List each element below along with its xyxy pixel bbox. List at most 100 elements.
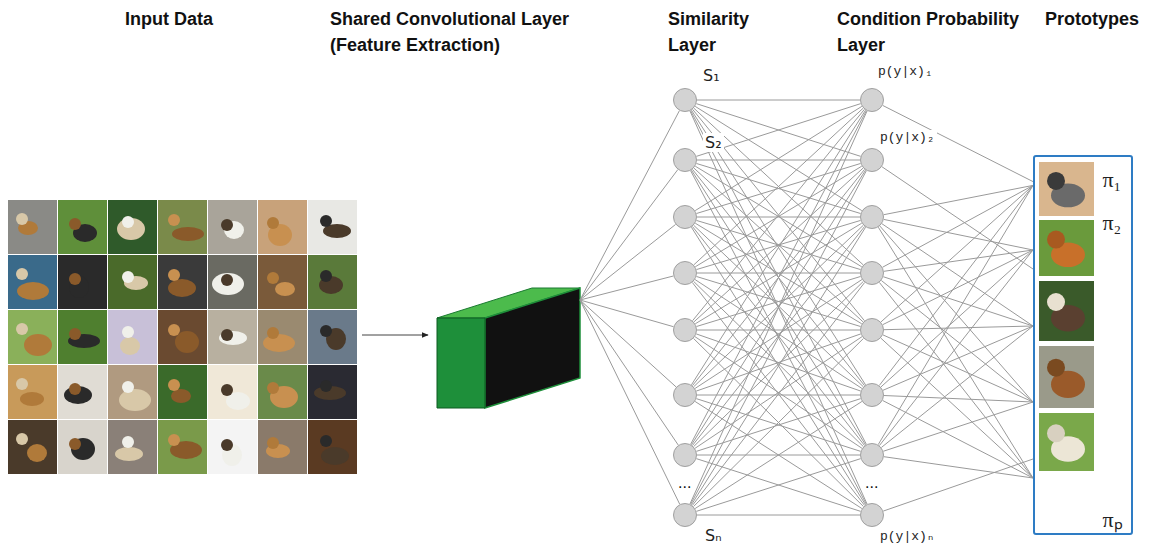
photo — [208, 310, 257, 364]
mesh-line — [696, 459, 860, 512]
connection-line — [691, 171, 867, 505]
photo — [108, 255, 157, 309]
dog-head — [16, 433, 28, 445]
photo-ground — [208, 365, 257, 419]
photo-ground — [158, 255, 207, 309]
mesh-line — [878, 227, 1033, 478]
photo-ground — [58, 365, 107, 419]
photo-ground — [158, 310, 207, 364]
dog-head — [16, 378, 28, 390]
photo-ground — [108, 365, 157, 419]
photo-ground — [1039, 413, 1094, 471]
photo-ground — [108, 310, 157, 364]
photo-ground — [258, 310, 307, 364]
mesh-line — [883, 250, 1033, 325]
dog-figure — [321, 447, 349, 465]
mesh-line — [580, 224, 676, 300]
photo-ground — [8, 420, 57, 474]
mesh-line — [884, 326, 1033, 330]
photo — [308, 255, 357, 309]
photo-ground — [58, 255, 107, 309]
neuron-circle: p(y|x)ₙ — [860, 503, 884, 527]
neuron-circle: S₂ — [673, 148, 697, 172]
prototype-label: π₁ — [1101, 167, 1124, 193]
dog-head — [122, 326, 134, 338]
connection-line — [697, 100, 860, 101]
photo — [208, 365, 257, 419]
mesh-line — [580, 300, 678, 445]
mesh-line — [879, 282, 1033, 478]
mesh-line — [691, 227, 865, 505]
neuron-circle: Sₙ — [673, 503, 697, 527]
photo — [8, 365, 57, 419]
mesh-line — [691, 227, 865, 505]
photo-ground — [1039, 281, 1094, 341]
dog-figure — [275, 282, 295, 296]
photo-ground — [308, 255, 357, 309]
dog-head — [221, 384, 233, 396]
connection-line — [697, 160, 860, 161]
mesh-line — [696, 459, 860, 512]
dog-head — [1047, 424, 1065, 442]
mesh-line — [696, 334, 860, 391]
mesh-line — [696, 399, 860, 452]
dog-head — [168, 324, 180, 336]
photo — [8, 420, 57, 474]
photo-ground — [8, 255, 57, 309]
block-side — [485, 288, 580, 408]
dog-head — [221, 329, 233, 341]
dog-head — [122, 271, 134, 283]
neuron-circle — [861, 262, 884, 285]
photo-ground — [258, 420, 307, 474]
prototype-photo — [1039, 346, 1094, 408]
dog-head — [320, 270, 332, 282]
mesh-line — [695, 401, 862, 508]
photo-ground — [158, 365, 207, 419]
mesh-line — [694, 108, 863, 265]
neuron-label: Sₙ — [703, 526, 724, 545]
dog-figure — [27, 444, 47, 462]
dog-head — [122, 381, 134, 393]
dog-head — [122, 436, 134, 448]
edge-group — [690, 100, 1033, 515]
photo-ground — [258, 200, 307, 254]
dog-head — [320, 325, 332, 337]
photo — [108, 420, 157, 474]
mesh-line — [580, 111, 679, 300]
photo — [8, 200, 57, 254]
neuron-label: p(y|x)ₙ — [878, 528, 937, 544]
photo — [258, 365, 307, 419]
ellipsis-mark: ... — [863, 474, 880, 492]
column-heading: Shared Convolutional Layer (Feature Extr… — [330, 6, 585, 58]
mesh-line — [692, 282, 864, 505]
prototype-photo — [1039, 281, 1094, 341]
dog-head — [168, 434, 180, 446]
dog-head — [69, 438, 81, 450]
photo — [158, 365, 207, 419]
dog-head — [168, 379, 180, 391]
photo — [208, 255, 257, 309]
prototype-photo — [1039, 220, 1094, 276]
mesh-line — [694, 338, 864, 506]
mesh-line — [884, 457, 1033, 478]
mesh-line — [883, 185, 1033, 267]
photo-ground — [108, 200, 157, 254]
neuron-label: S₂ — [703, 133, 724, 152]
dog-head — [1047, 231, 1065, 249]
photo-ground — [1039, 220, 1094, 276]
mesh-line — [879, 185, 1033, 385]
dog-head — [16, 213, 28, 225]
mesh-line — [881, 281, 1033, 402]
dog-head — [168, 214, 180, 226]
mesh-line — [883, 277, 1033, 326]
connection-line — [882, 167, 1033, 269]
mesh-line — [695, 401, 862, 508]
photo-ground — [108, 420, 157, 474]
mesh-line — [693, 109, 865, 320]
dog-head — [69, 383, 81, 395]
photo-ground — [108, 255, 157, 309]
dog-head — [69, 328, 81, 340]
neuron-circle — [674, 262, 697, 285]
